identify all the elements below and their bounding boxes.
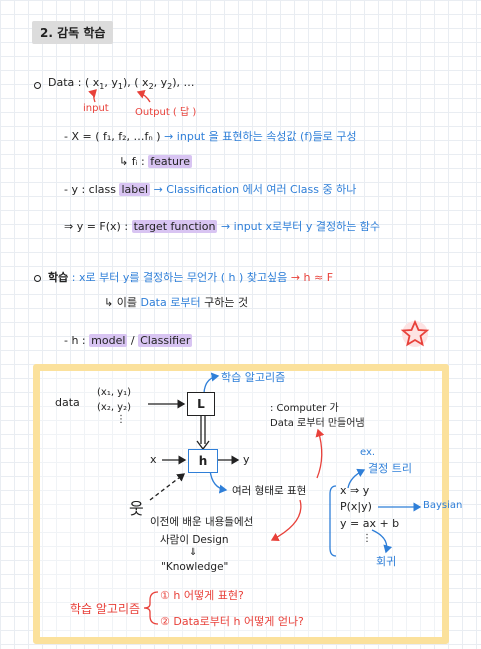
person-icon: 웃 — [129, 499, 144, 518]
section-title: 2. 감독 학습 — [32, 21, 114, 44]
star-icon — [400, 319, 430, 347]
algorithm-label: 학습 알고리즘 — [221, 371, 286, 384]
form-ellipsis: ⋮ — [362, 533, 372, 544]
feature-definition: ↳ fᵢ : feature — [119, 155, 192, 168]
data-label: data — [55, 396, 80, 409]
question-2: ② Data로부터 h 어떻게 얻나? — [160, 615, 304, 628]
pair-2: (x₂, y₂) — [97, 402, 132, 413]
pair-1: (x₁, y₁) — [97, 387, 132, 398]
knowledge-label: "Knowledge" — [161, 561, 229, 573]
output-label: Output ( 답 ) — [135, 107, 197, 118]
diagram-frame — [33, 364, 449, 644]
hypothesis-box: h — [188, 449, 218, 473]
example-label: ex. — [360, 447, 376, 458]
y-definition: - y : class label → Classification 에서 여러… — [64, 183, 357, 196]
learning-definition: 학습 : x로 부터 y를 결정하는 무언가 ( h ) 찾고싶음 → h ≈ … — [48, 271, 334, 284]
y-output: y — [243, 453, 250, 466]
x-definition: - X = ( f₁, f₂, …fₙ ) → input 을 표현하는 속성값… — [64, 130, 357, 143]
data-definition: Data : ( x1, y1), ( x2, y2), … — [48, 76, 195, 92]
algorithm-title: 학습 알고리즘 — [70, 602, 141, 616]
x-input: x — [150, 453, 157, 466]
representation-label: 여러 형태로 표현 — [232, 485, 307, 497]
regression-label: 회귀 — [376, 555, 397, 568]
human-note-arrow: ⇓ — [189, 547, 198, 558]
pair-ellipsis: ⋮ — [116, 414, 126, 425]
h-definition: - h : model / Classifier — [64, 334, 193, 347]
form-probability: P(x|y) — [340, 500, 372, 513]
question-1: ① h 어떻게 표현? — [160, 589, 244, 602]
decision-tree-label: 결정 트리 — [368, 462, 412, 475]
bayesian-label: Baysian — [423, 500, 463, 511]
form-linear: y = ax + b — [340, 517, 400, 530]
input-label: input — [83, 103, 109, 114]
bullet-dot — [34, 82, 41, 89]
human-note-1: 이전에 배운 내용들에선 — [150, 516, 254, 528]
bullet-dot — [34, 275, 41, 282]
computer-note-1: : Computer 가 — [270, 403, 339, 414]
learner-box: L — [187, 392, 215, 416]
human-note-2: 사람이 Design — [160, 534, 229, 546]
target-function-definition: ⇒ y = F(x) : target function → input x로부… — [64, 220, 381, 233]
computer-note-2: Data 로부터 만들어냄 — [270, 418, 365, 429]
form-mapping: x ⇒ y — [340, 484, 370, 497]
learning-subnote: ↳ 이를 Data 로부터 구하는 것 — [104, 296, 249, 309]
